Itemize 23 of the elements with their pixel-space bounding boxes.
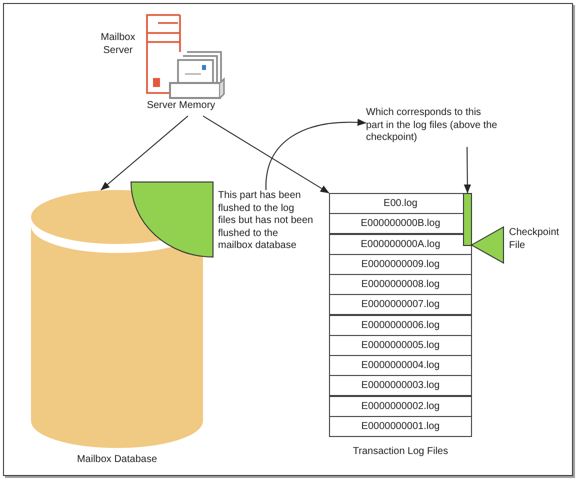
log-file-row: E000000000B.log	[329, 213, 464, 234]
log-file-row: E00.log	[329, 193, 464, 214]
node-label: Transaction Log Files	[352, 446, 450, 458]
node-label: Server Memory	[146, 100, 216, 112]
node-label: Mailbox Server	[100, 32, 136, 57]
log-file-row: E0000000005.log	[329, 335, 472, 356]
log-file-row: E0000000002.log	[329, 396, 472, 417]
node-label: Checkpoint File	[509, 227, 560, 252]
log-file-row: E0000000004.log	[329, 355, 472, 376]
log-file-row: E0000000009.log	[329, 254, 472, 275]
log-file-row: E0000000006.log	[329, 315, 472, 336]
log-file-row: E0000000008.log	[329, 274, 472, 295]
callout-text: This part has been flushed to the log files but has not been flushed to the mailbox database	[218, 190, 314, 254]
log-file-row: E0000000007.log	[329, 294, 472, 315]
callout-text: Which corresponds to this part in the log files (above the checkpoint)	[366, 107, 499, 147]
arrow	[464, 146, 472, 194]
curved-arrow	[266, 119, 366, 190]
log-file-row: E0000000001.log	[329, 416, 472, 437]
arrow	[100, 116, 188, 190]
log-file-row: E000000000A.log	[329, 234, 472, 255]
log-file-row: E0000000003.log	[329, 375, 472, 396]
arrow	[202, 116, 330, 194]
node-label: Mailbox Database	[76, 454, 158, 466]
